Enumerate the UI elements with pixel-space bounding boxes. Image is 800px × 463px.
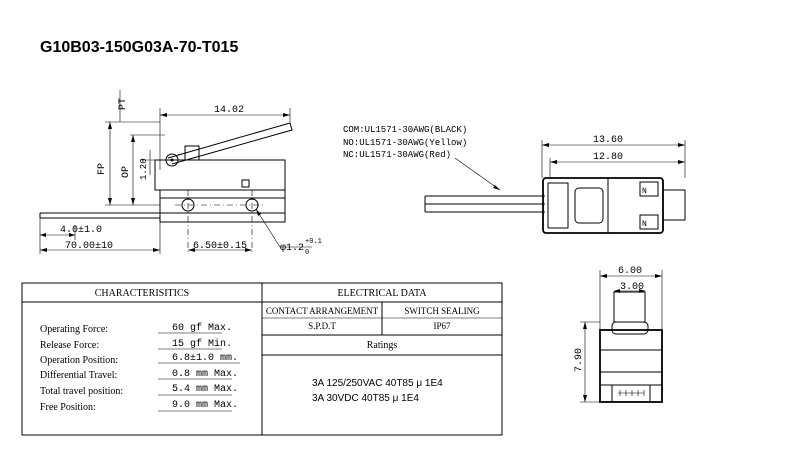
dim-fp: FP [97, 163, 108, 175]
wire-nc-label: NC:UL1571-30AWG(Red) [343, 150, 451, 160]
switch-sealing-value: IP67 [433, 321, 451, 331]
char-row-label: Operation Position: [40, 355, 118, 366]
dim-4-0: 4.0±1.0 [60, 225, 102, 236]
rating-ac: 3A 125/250VAC 40T85 μ 1E4 [312, 378, 443, 389]
dim-12-80: 12.80 [593, 152, 623, 163]
char-row-value: 60 gf Max. [172, 322, 232, 334]
part-number-title: G10B03-150G03A-70-T015 [40, 39, 238, 56]
wire-com-label: COM:UL1571-30AWG(BLACK) [343, 125, 467, 135]
characteristics-header: CHARACTERISITICS [95, 288, 189, 299]
electrical-header: ELECTRICAL DATA [337, 288, 427, 299]
contact-arrangement-value: S.P.D.T [308, 321, 336, 331]
char-row-value: 9.0 mm Max. [172, 400, 238, 411]
wire-no-label: NO:UL1571-30AWG(Yellow) [343, 138, 467, 148]
char-row-value: 6.8±1.0 mm. [172, 353, 238, 364]
char-row-value: 5.4 mm Max. [172, 384, 238, 395]
top-view: COM:UL1571-30AWG(BLACK) NO:UL1571-30AWG(… [343, 125, 686, 234]
spec-table: CHARACTERISITICS ELECTRICAL DATA CONTACT… [21, 282, 503, 436]
rating-dc: 3A 30VDC 40T85 μ 1E4 [312, 393, 419, 404]
char-row-label: Free Position: [40, 402, 96, 413]
char-row-label: Operating Force: [40, 324, 108, 335]
dim-14-02: 14.02 [214, 105, 244, 116]
dim-6-00: 6.00 [618, 266, 642, 277]
ratings-header: Ratings [367, 340, 398, 351]
svg-text:N: N [642, 187, 647, 196]
dim-pt: PT [118, 98, 129, 110]
dim-phi-tol2: 0 [305, 249, 309, 257]
end-view: 6.00 3.00 7.90 [574, 266, 663, 403]
dim-13-60: 13.60 [593, 135, 623, 146]
char-row-label: Differential Travel: [40, 370, 117, 381]
dim-phi-tol: +0.1 [305, 238, 322, 246]
contact-arrangement-header: CONTACT ARRANGEMENT [266, 306, 379, 316]
char-row-value: 0.8 mm Max. [172, 369, 238, 380]
dim-6-50: 6.50±0.15 [193, 241, 247, 252]
dim-70-00: 70.00±10 [65, 241, 113, 252]
char-row-label: Release Force: [40, 340, 99, 351]
dim-7-90: 7.90 [574, 348, 585, 372]
dim-3-00: 3.00 [620, 282, 644, 293]
char-row-label: Total travel position: [40, 386, 123, 397]
dim-phi-1-2: φ1.2 [280, 243, 304, 254]
side-view: 14.02 FP PT [39, 90, 322, 257]
dim-op: OP [121, 166, 132, 178]
char-row-value: 15 gf Min. [172, 338, 232, 350]
svg-text:N: N [642, 220, 647, 229]
switch-sealing-header: SWITCH SEALING [404, 306, 480, 316]
dim-1-20: 1.20 [139, 158, 149, 180]
